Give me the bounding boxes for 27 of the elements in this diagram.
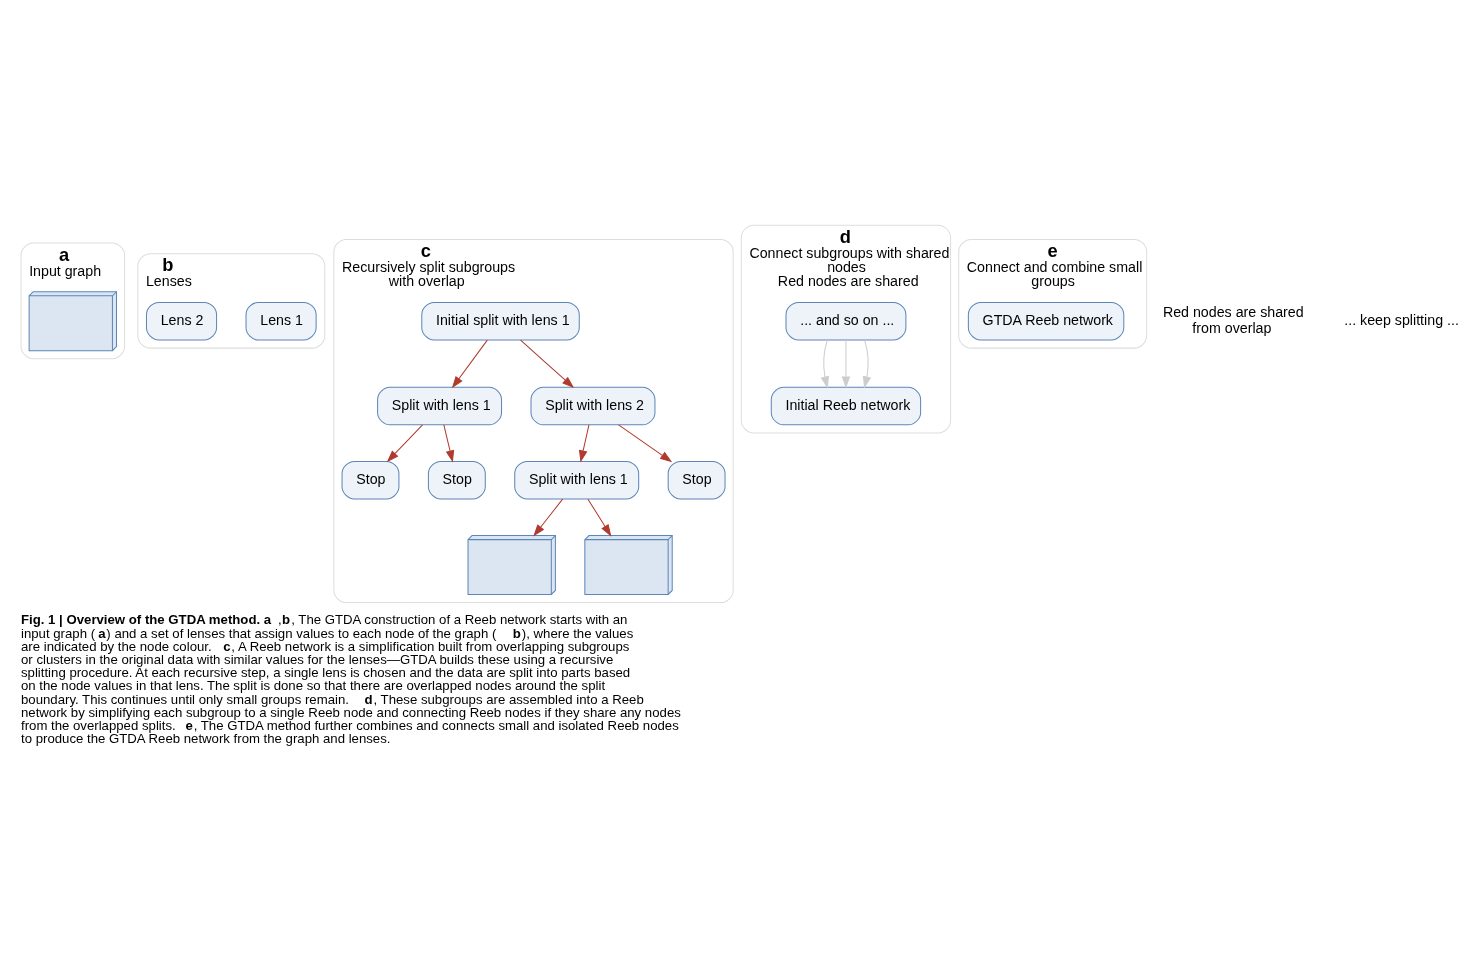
arrow [841, 339, 851, 389]
node-box: Stop [427, 460, 486, 500]
arrow [820, 339, 829, 389]
cluster: a Input graph [20, 242, 126, 360]
node-box: Split with lens 1 [514, 460, 640, 500]
arrow [520, 339, 575, 389]
node-box: Stop [341, 460, 400, 500]
arrow [862, 339, 872, 389]
node-box: Lens 1 [245, 301, 317, 341]
arrow [386, 424, 423, 463]
node-box: Split with lens 1 [377, 386, 503, 426]
node-box: Initial Reeb network [770, 386, 922, 426]
caption: Fig. 1 | Overview of the GTDA method. a,b, The GTDA construction of a Reeb network starts with an input graph (a) and a set of lenses that assign values to each node of the graph (b), where the values are indicated by the node colour. c, A Reeb network is a simplification built from overlapping subgroups or clusters in the original data with similar values for the lenses—GTDA builds these using a recursive splitting procedure. At each recursive step, a single lens is chosen and the data are split into parts based on the node values in that lens. The split is done so that there are overlapped nodes around the split boundary. This continues until only small groups remain. d, These subgroups are assembled into a Reeb network by simplifying each subgroup to a single Reeb node and connecting Reeb nodes if they share any nodes from the overlapped splits. e, The GTDA method further combines and connects small and isolated Reeb nodes to produce the GTDA Reeb network from the graph and lenses. [21, 612, 681, 747]
arrow [618, 424, 673, 463]
label: Red nodes are shared from overlap [1162, 304, 1304, 336]
node-box: Initial split with lens 1 [421, 301, 580, 341]
node-box: GTDA Reeb network [967, 301, 1125, 341]
arrow [579, 424, 590, 463]
node-box: Stop [667, 460, 726, 500]
arrow [587, 498, 612, 537]
label: ... keep splitting ... [1344, 311, 1459, 328]
node-box: Split with lens 2 [530, 386, 656, 426]
arrow [451, 339, 488, 389]
node-box: ... and so on ... [785, 301, 907, 341]
arrow [533, 498, 564, 537]
arrow [443, 424, 455, 463]
node-box: Lens 2 [145, 301, 218, 341]
